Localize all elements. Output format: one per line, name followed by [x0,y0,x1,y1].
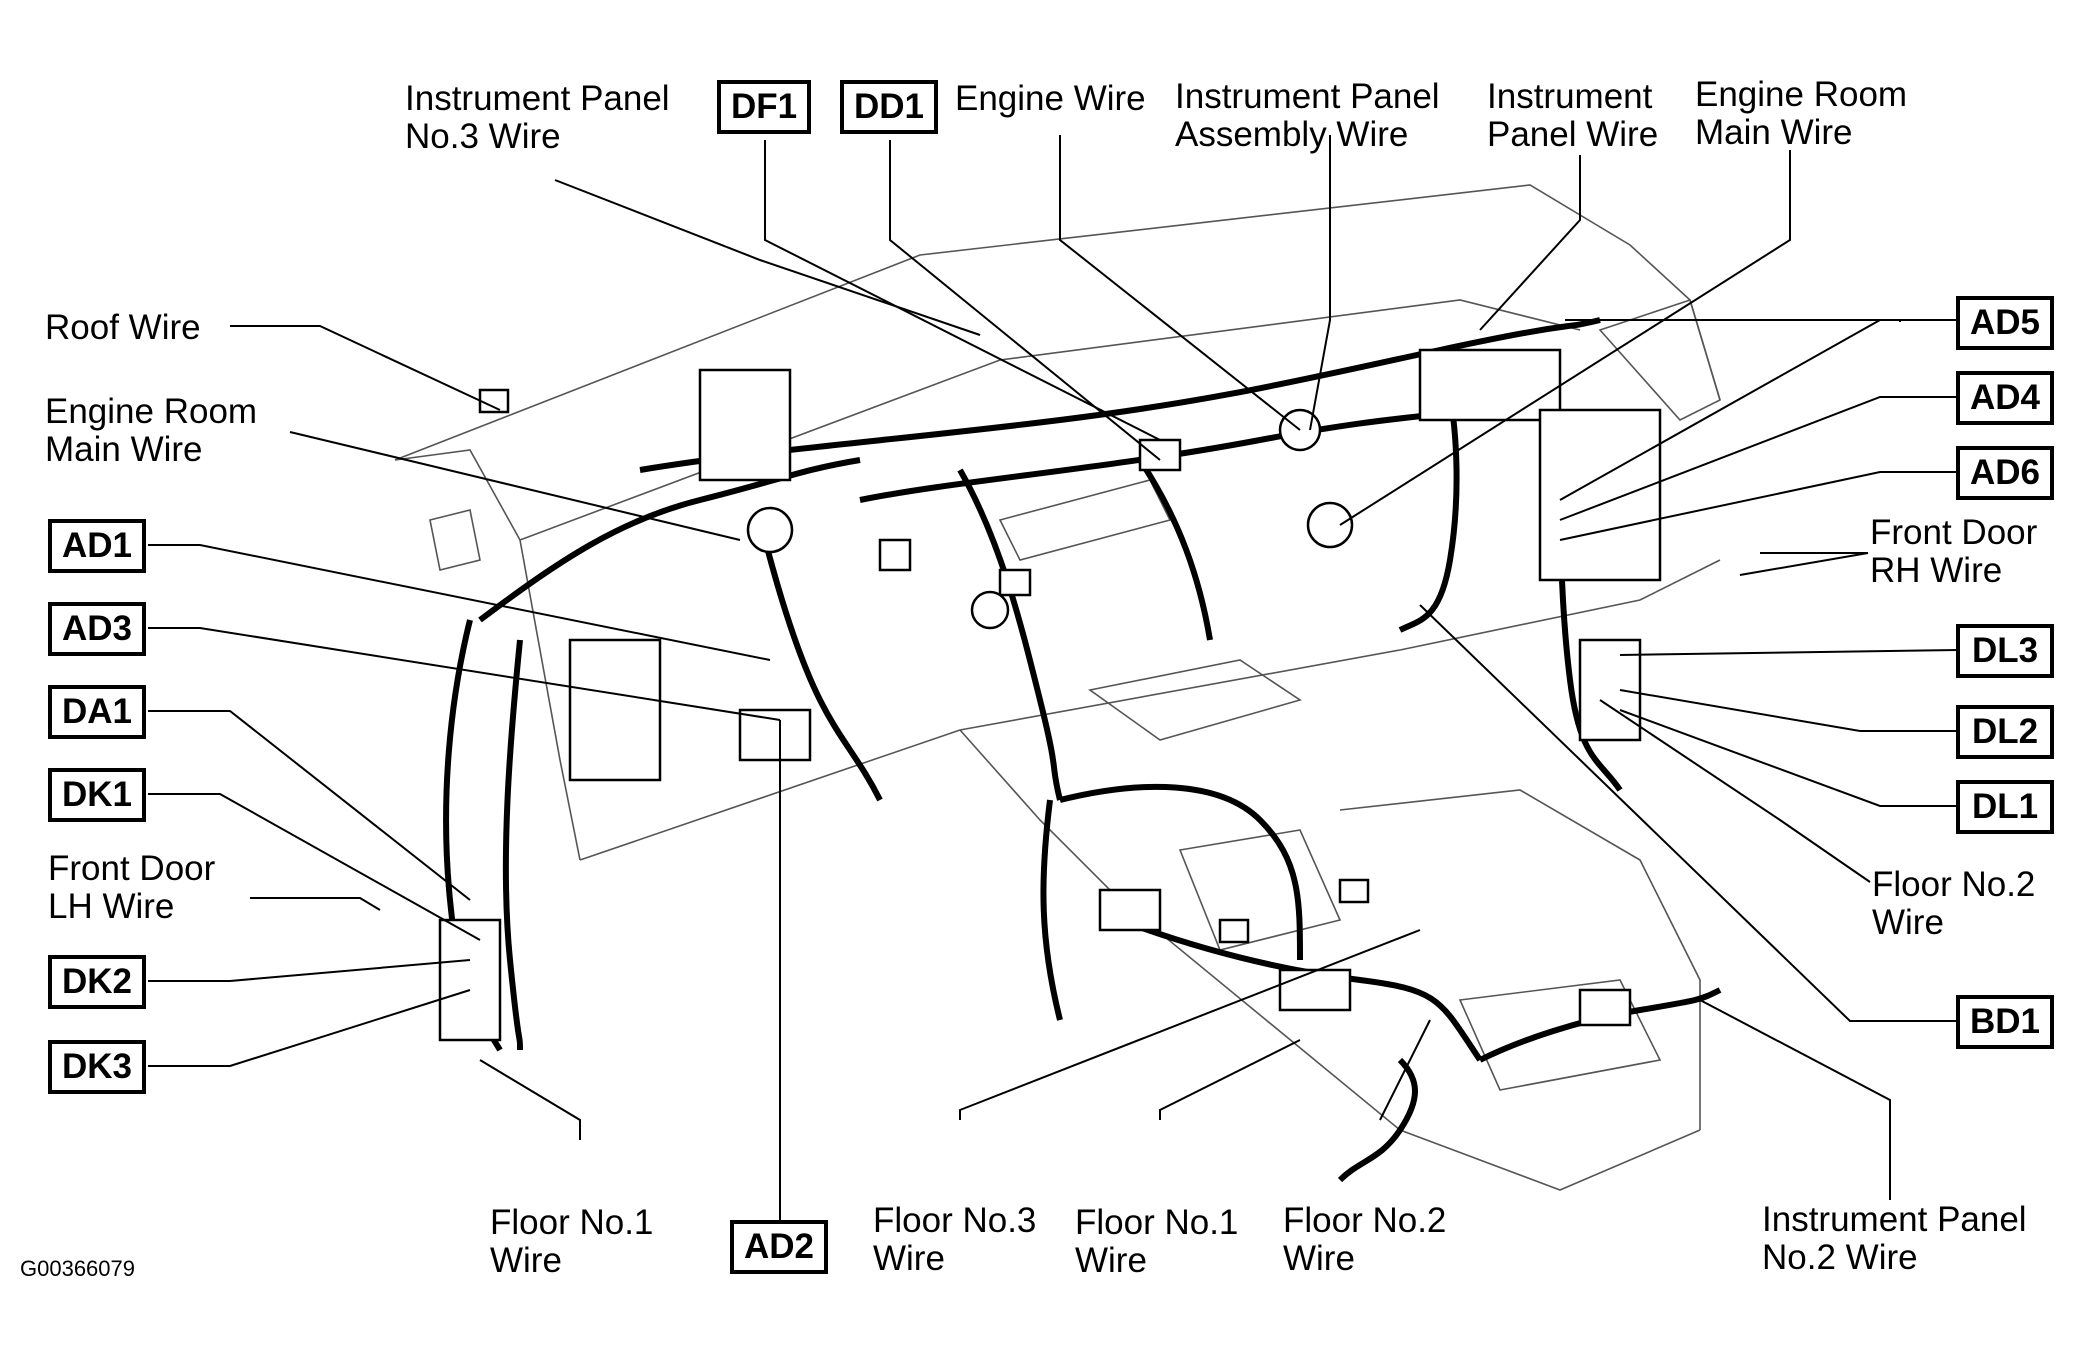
connector-ad5: AD5 [1956,296,2054,350]
label-engine-room-main-wire-left-line2: Main Wire [45,430,203,469]
label-engine-wire: Engine Wire [955,79,1146,118]
label-ip-no3-wire-line1: Instrument Panel [405,79,670,118]
connector-ad1: AD1 [48,519,146,573]
label-floor-no2-wire-right-line1: Floor No.2 [1872,865,2036,904]
label-floor-no1-wire-bottom-line2: Wire [1075,1241,1147,1280]
label-engine-room-main-wire-left-line1: Engine Room [45,392,258,431]
label-front-door-lh-wire-line1: Front Door [48,849,216,888]
connector-da1: DA1 [48,685,146,739]
connector-df1: DF1 [717,80,811,134]
label-instrument-panel-wire-line2: Panel Wire [1487,115,1659,154]
label-floor-no2-wire-bottom-line1: Floor No.2 [1283,1201,1447,1240]
connector-dl2: DL2 [1956,705,2054,759]
label-ip-assembly-wire-line1: Instrument Panel [1175,77,1440,116]
label-ip-assembly-wire-line2: Assembly Wire [1175,115,1409,154]
leader-lines [148,135,1959,1222]
label-floor-no1-wire-left-line2: Wire [490,1241,562,1280]
connector-dk1: DK1 [48,768,146,822]
connector-dk2: DK2 [48,955,146,1009]
connector-dl1: DL1 [1956,780,2054,834]
connector-ad3: AD3 [48,602,146,656]
label-front-door-rh-wire-line1: Front Door [1870,513,2038,552]
figure-code: G00366079 [20,1256,135,1281]
connector-dk3: DK3 [48,1040,146,1094]
connector-bd1: BD1 [1956,995,2054,1049]
label-roof-wire: Roof Wire [45,308,201,347]
label-front-door-lh-wire-line2: LH Wire [48,887,175,926]
label-ip-no3-wire-line2: No.3 Wire [405,117,561,156]
connector-ad2: AD2 [730,1220,828,1274]
connector-dl3: DL3 [1956,624,2054,678]
label-floor-no3-wire-line1: Floor No.3 [873,1201,1037,1240]
label-floor-no2-wire-right-line2: Wire [1872,903,1944,942]
label-floor-no2-wire-bottom-line2: Wire [1283,1239,1355,1278]
label-engine-room-main-wire-top-line2: Main Wire [1695,113,1853,152]
label-ip-no2-wire-line1: Instrument Panel [1762,1200,2027,1239]
label-front-door-rh-wire-line2: RH Wire [1870,551,2003,590]
label-floor-no1-wire-bottom-line1: Floor No.1 [1075,1203,1239,1242]
label-engine-room-main-wire-top-line1: Engine Room [1695,75,1908,114]
connector-dd1: DD1 [840,80,938,134]
label-instrument-panel-wire-line1: Instrument [1487,77,1653,116]
label-ip-no2-wire-line2: No.2 Wire [1762,1238,1918,1277]
label-floor-no1-wire-left-line1: Floor No.1 [490,1203,654,1242]
connector-ad6: AD6 [1956,446,2054,500]
connector-blocks [438,348,1662,1042]
label-floor-no3-wire-line2: Wire [873,1239,945,1278]
connector-ad4: AD4 [1956,371,2054,425]
